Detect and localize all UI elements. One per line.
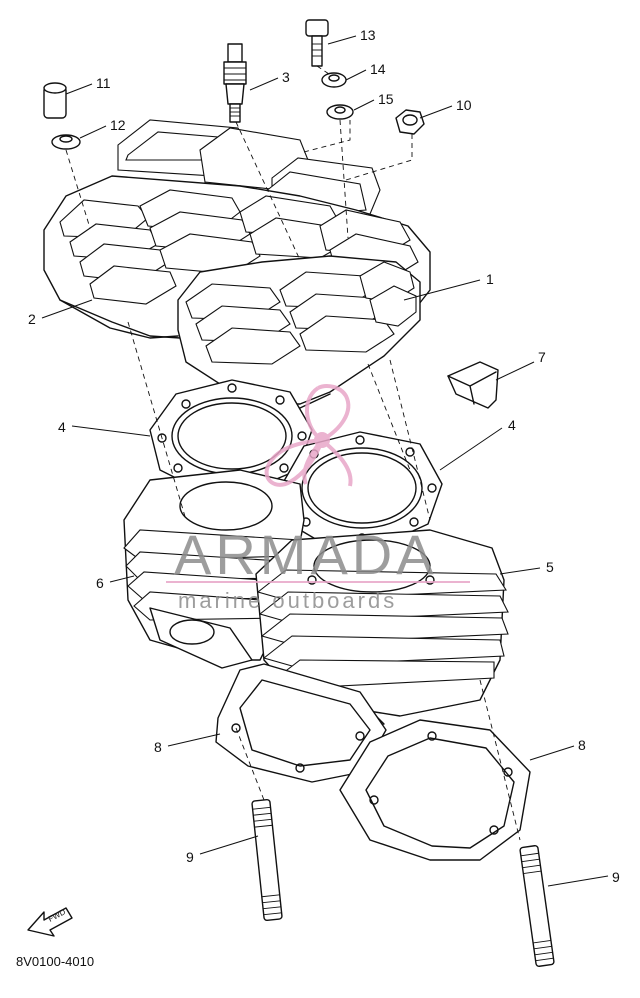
- grommet-7: [447, 361, 499, 409]
- head-right-fins: [185, 261, 417, 365]
- callout-8-left: 8: [154, 739, 162, 755]
- callout-5: 5: [546, 559, 554, 575]
- part-code: 8V0100-4010: [16, 954, 94, 969]
- cylinder-head: [43, 119, 431, 411]
- forward-arrow-icon: FWD: [27, 907, 73, 937]
- callout-2: 2: [28, 311, 36, 327]
- callout-3: 3: [282, 69, 290, 85]
- callout-7: 7: [538, 349, 546, 365]
- callout-labels: 1 2 3 4 4 5 6 7 8 8 9 9 10 11 12 13 14 1…: [28, 27, 620, 885]
- washer-14: [321, 72, 347, 88]
- watermark-brand: ARMADA: [174, 523, 438, 586]
- callout-14: 14: [370, 61, 386, 77]
- callout-15: 15: [378, 91, 394, 107]
- callout-4-right: 4: [508, 417, 516, 433]
- callout-leaders: [41, 35, 609, 887]
- bolt-13: [305, 19, 329, 67]
- stud-bolt-right: [519, 845, 555, 967]
- head-back-fins: [117, 119, 381, 219]
- assembly-lines: [65, 65, 521, 841]
- callout-4-left: 4: [58, 419, 66, 435]
- callout-10: 10: [456, 97, 472, 113]
- stud-bolt-left: [251, 798, 283, 922]
- head-left-fins: [59, 189, 419, 305]
- washer-12: [51, 134, 81, 150]
- watermark-tagline: marine outboards: [178, 588, 397, 613]
- callout-12: 12: [110, 117, 126, 133]
- cylinder-block-right: [255, 529, 509, 733]
- base-gasket-right: [339, 719, 531, 861]
- armada-watermark: ARMADA marine outboards: [166, 384, 470, 613]
- callout-8-right: 8: [578, 737, 586, 753]
- nut-11: [43, 82, 67, 119]
- callout-9-right: 9: [612, 869, 620, 885]
- spark-plug: [223, 43, 247, 123]
- washer-15: [326, 104, 354, 120]
- callout-6: 6: [96, 575, 104, 591]
- head-gasket-right: [279, 431, 443, 547]
- nut-10: [395, 109, 425, 135]
- callout-13: 13: [360, 27, 376, 43]
- armada-logo-icon: [264, 384, 353, 487]
- callout-9-left: 9: [186, 849, 194, 865]
- callout-11: 11: [96, 75, 111, 91]
- callout-1: 1: [486, 271, 494, 287]
